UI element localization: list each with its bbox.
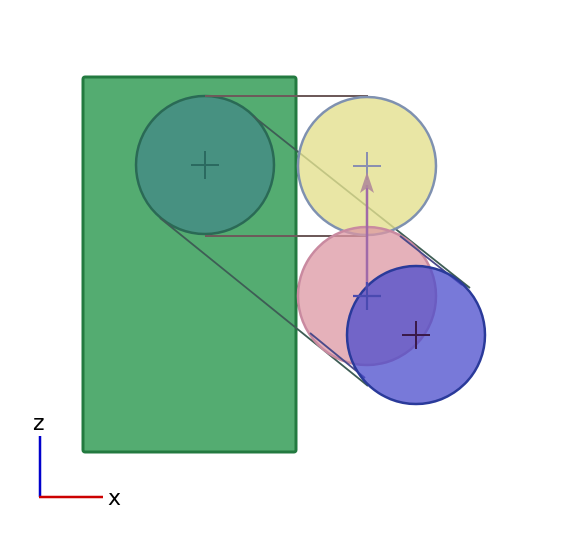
pink-circle-center-cross-icon bbox=[353, 282, 381, 310]
vertical-axis-label: z bbox=[33, 411, 45, 436]
up-arrow-head-icon bbox=[360, 172, 374, 193]
teal-circle-center-cross-icon bbox=[191, 151, 219, 179]
connector-diagonal-lower bbox=[159, 217, 369, 387]
horizontal-axis-label: x bbox=[108, 486, 121, 511]
blue-circle-center-cross-icon bbox=[402, 321, 430, 349]
